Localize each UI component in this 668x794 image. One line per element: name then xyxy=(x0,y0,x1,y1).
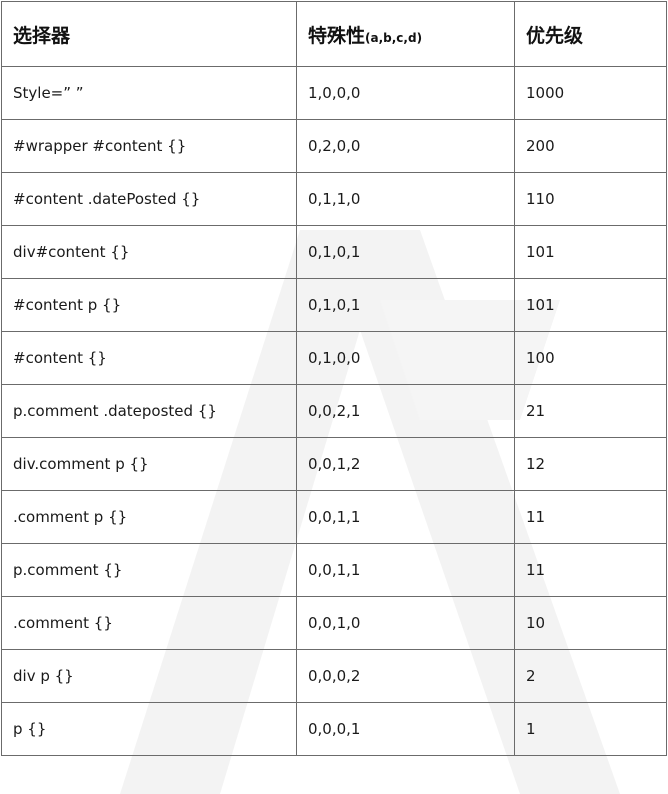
priority-cell: 2 xyxy=(514,649,667,703)
selector-cell: #wrapper #content {} xyxy=(1,119,297,173)
priority-cell: 21 xyxy=(514,384,667,438)
table-row: div#content {} 0,1,0,1 101 xyxy=(1,225,667,279)
specificity-cell: 0,0,1,2 xyxy=(296,437,515,491)
selector-cell: .comment p {} xyxy=(1,490,297,544)
specificity-title: 特殊性 xyxy=(308,24,366,47)
specificity-cell: 0,1,0,1 xyxy=(296,278,515,332)
table-row: p.comment {} 0,0,1,1 11 xyxy=(1,543,667,597)
specificity-cell: 0,1,0,0 xyxy=(296,331,515,385)
priority-cell: 200 xyxy=(514,119,667,173)
priority-cell: 110 xyxy=(514,172,667,226)
selector-cell: p.comment .dateposted {} xyxy=(1,384,297,438)
selector-cell: div#content {} xyxy=(1,225,297,279)
specificity-cell: 0,0,0,1 xyxy=(296,702,515,756)
priority-cell: 101 xyxy=(514,278,667,332)
table-row: div p {} 0,0,0,2 2 xyxy=(1,649,667,703)
specificity-cell: 0,0,2,1 xyxy=(296,384,515,438)
selector-cell: p {} xyxy=(1,702,297,756)
priority-cell: 11 xyxy=(514,543,667,597)
specificity-cell: 0,1,1,0 xyxy=(296,172,515,226)
specificity-cell: 0,0,0,2 xyxy=(296,649,515,703)
table-row: div.comment p {} 0,0,1,2 12 xyxy=(1,437,667,491)
table-row: #wrapper #content {} 0,2,0,0 200 xyxy=(1,119,667,173)
selector-cell: .comment {} xyxy=(1,596,297,650)
table-row: #content .datePosted {} 0,1,1,0 110 xyxy=(1,172,667,226)
specificity-cell: 0,0,1,0 xyxy=(296,596,515,650)
table-row: .comment {} 0,0,1,0 10 xyxy=(1,596,667,650)
selector-cell: Style=” ” xyxy=(1,66,297,120)
selector-cell: #content p {} xyxy=(1,278,297,332)
priority-cell: 1000 xyxy=(514,66,667,120)
selector-cell: p.comment {} xyxy=(1,543,297,597)
column-header-specificity: 特殊性(a,b,c,d) xyxy=(296,1,515,67)
table-header-row: 选择器 特殊性(a,b,c,d) 优先级 xyxy=(1,1,667,67)
selector-cell: #content {} xyxy=(1,331,297,385)
specificity-table: 选择器 特殊性(a,b,c,d) 优先级 Style=” ” 1,0,0,0 1… xyxy=(1,1,667,756)
priority-cell: 100 xyxy=(514,331,667,385)
selector-cell: #content .datePosted {} xyxy=(1,172,297,226)
specificity-cell: 0,0,1,1 xyxy=(296,490,515,544)
specificity-cell: 0,2,0,0 xyxy=(296,119,515,173)
table-row: p {} 0,0,0,1 1 xyxy=(1,702,667,756)
specificity-cell: 0,1,0,1 xyxy=(296,225,515,279)
column-header-selector: 选择器 xyxy=(1,1,297,67)
priority-cell: 10 xyxy=(514,596,667,650)
table-row: #content {} 0,1,0,0 100 xyxy=(1,331,667,385)
specificity-subtitle: (a,b,c,d) xyxy=(365,30,423,45)
priority-cell: 1 xyxy=(514,702,667,756)
column-header-priority: 优先级 xyxy=(514,1,667,67)
table-row: #content p {} 0,1,0,1 101 xyxy=(1,278,667,332)
table-row: .comment p {} 0,0,1,1 11 xyxy=(1,490,667,544)
table-row: p.comment .dateposted {} 0,0,2,1 21 xyxy=(1,384,667,438)
selector-cell: div.comment p {} xyxy=(1,437,297,491)
specificity-cell: 1,0,0,0 xyxy=(296,66,515,120)
priority-cell: 101 xyxy=(514,225,667,279)
priority-cell: 12 xyxy=(514,437,667,491)
priority-cell: 11 xyxy=(514,490,667,544)
selector-cell: div p {} xyxy=(1,649,297,703)
table-row: Style=” ” 1,0,0,0 1000 xyxy=(1,66,667,120)
specificity-cell: 0,0,1,1 xyxy=(296,543,515,597)
